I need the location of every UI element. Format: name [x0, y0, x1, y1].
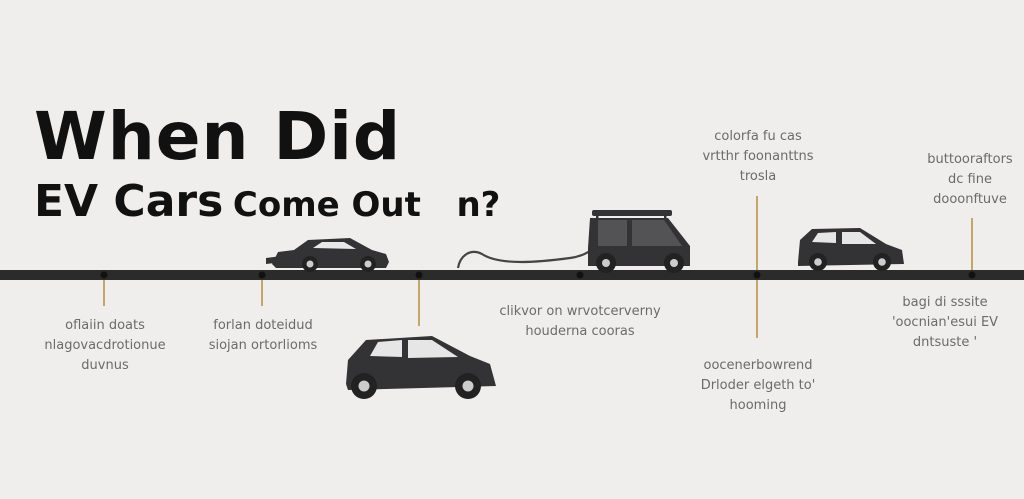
timeline-bar	[0, 270, 1024, 280]
label-5: oocenerbowrend Drloder elgeth to' hoomin…	[700, 358, 816, 413]
hatchback-car-icon	[798, 228, 904, 271]
title-line-2: EV Cars Come Out n?	[34, 180, 500, 224]
dot-1	[100, 271, 108, 279]
dot-5	[753, 271, 761, 279]
title-ev-cars: EV Cars	[34, 176, 224, 227]
label-3: clikvor on wrvotcerverny houderna cooras	[499, 304, 661, 339]
large-hatchback-car-icon	[346, 336, 496, 399]
sedan-car-icon	[266, 238, 389, 272]
label-6: buttooraftors dc fine dooonftuve	[927, 152, 1013, 207]
title-question-end: n?	[456, 185, 501, 225]
dot-4	[576, 271, 584, 279]
label-1: oflaiin doats nlagovacdrotionue duvnus	[44, 318, 166, 373]
vintage-ev-car-icon	[588, 210, 690, 273]
dot-3	[415, 271, 423, 279]
timeline-ticks	[103, 196, 973, 338]
label-2: forlan doteidud siojan ortorlioms	[208, 318, 318, 353]
dot-6	[968, 271, 976, 279]
dot-2	[258, 271, 266, 279]
timeline-dots	[100, 271, 976, 279]
title-line-1: When Did	[34, 98, 402, 175]
label-7: bagi di sssite 'oocnian'esui EV dntsuste…	[891, 295, 999, 350]
charging-cable	[456, 245, 597, 269]
label-4: colorfa fu cas vrtthr foonanttns trosla	[702, 129, 814, 184]
title-come-out: Come Out	[232, 185, 421, 225]
